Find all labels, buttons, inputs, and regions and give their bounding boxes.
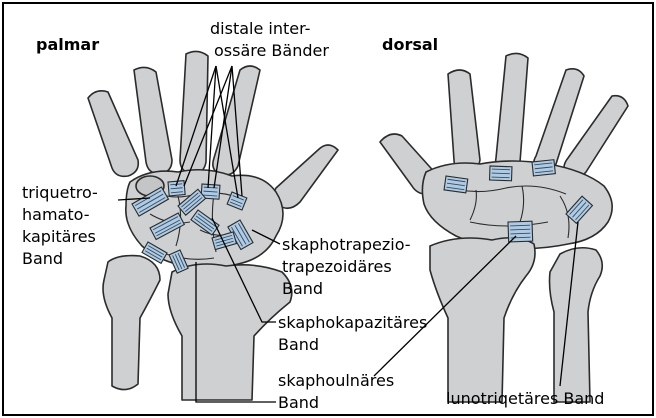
label-thc-line3: kapitäres (22, 227, 96, 246)
label-scaphoulnar-line2: Band (278, 393, 319, 412)
label-scaphoulnar-line1: skaphoulnäres (278, 371, 394, 390)
label-distal-interosseous-line2: ossäre Bänder (214, 41, 329, 60)
label-thc-line1: triquetro- (22, 183, 98, 202)
label-scaphocapitate-line1: skaphokapazitäres (278, 313, 427, 332)
dorsal-ligament-2 (490, 166, 512, 181)
label-thc-line2: hamato- (22, 205, 89, 224)
title-palmar: palmar (36, 35, 99, 54)
dorsal-ligament-3 (532, 160, 555, 176)
label-stt-line1: skaphotrapezio- (282, 235, 411, 254)
label-stt-line3: Band (282, 279, 323, 298)
label-stt-line2: trapezoidäres (282, 257, 392, 276)
label-scaphocapitate-line2: Band (278, 335, 319, 354)
label-lunotriquetral: lunotriqetäres Band (446, 389, 604, 408)
label-thc-line4: Band (22, 249, 63, 268)
dorsal-ligament-1 (444, 176, 468, 193)
title-dorsal: dorsal (382, 35, 438, 54)
dorsal-ligament-scaphoulnar (508, 221, 533, 242)
label-distal-interosseous-line1: distale inter- (210, 19, 310, 38)
